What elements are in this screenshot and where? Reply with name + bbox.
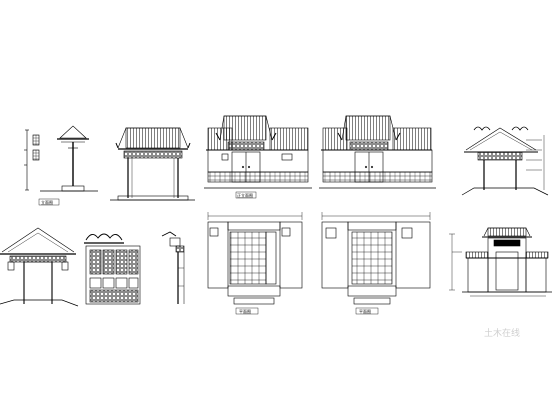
gable-gate-elevation — [0, 227, 79, 307]
lattice-door-elevation — [84, 233, 141, 305]
pole-gate-elevation: 立面图 — [24, 125, 98, 206]
gate-side-section — [461, 126, 549, 196]
bracket-detail — [161, 231, 185, 304]
pole-gate-label: 立面图 — [41, 199, 53, 205]
wall-gate-elevation-1: 正立面图 — [204, 115, 312, 199]
plaque-gate-elevation — [449, 227, 552, 297]
court-plan-1-label: 平面图 — [239, 308, 251, 314]
wall-gate-1-label: 正立面图 — [237, 192, 253, 198]
court-plan-2-label: 平面图 — [359, 308, 371, 314]
canopy-gate-elevation — [110, 127, 195, 201]
wall-gate-elevation-2 — [319, 115, 436, 189]
paved-court-plan-1: 平面图 — [207, 212, 303, 315]
watermark-text: 土木在线 — [484, 327, 520, 339]
paved-court-plan-2: 平面图 — [321, 212, 431, 315]
